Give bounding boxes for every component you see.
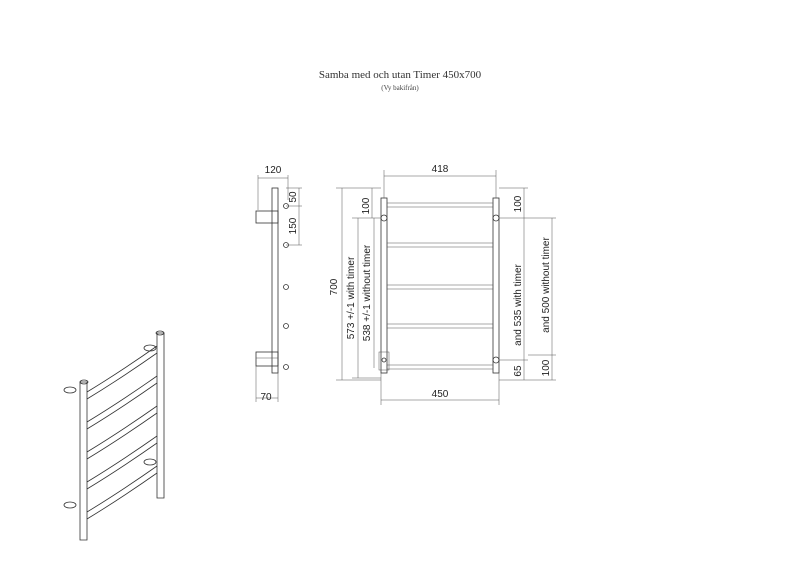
rung xyxy=(386,202,494,208)
timer-icon xyxy=(381,357,387,363)
persp-bracket xyxy=(143,458,157,466)
persp-rung xyxy=(86,435,158,490)
drawing-subtitle: (Vy bakifrån) xyxy=(381,84,419,92)
dim-top-mount-right: 100 xyxy=(513,195,524,212)
drawing-title: Samba med och utan Timer 450x700 xyxy=(318,69,482,81)
dim-height-without-timer: 538 +/-1 without timer xyxy=(362,244,373,341)
persp-rung xyxy=(86,375,158,430)
side-pipe xyxy=(271,187,279,374)
rung xyxy=(386,323,494,329)
persp-bracket xyxy=(143,344,157,352)
dim-mount-without-timer: and 500 without timer xyxy=(541,237,552,333)
persp-rung xyxy=(86,345,158,400)
dim-height-with-timer: 573 +/-1 with timer xyxy=(346,256,357,339)
dim-depth: 120 xyxy=(265,165,282,176)
dim-top-mount: 100 xyxy=(361,197,372,214)
mount-point xyxy=(492,356,500,364)
dim-mount-with-timer: and 535 with timer xyxy=(513,263,524,345)
dim-top-offset: 50 xyxy=(288,191,299,203)
rung xyxy=(386,364,494,370)
timer-box xyxy=(378,351,390,371)
bar-end xyxy=(283,323,289,329)
perspective-view xyxy=(63,330,165,541)
top-bracket xyxy=(255,210,279,224)
dim-bottom-mount: 100 xyxy=(541,359,552,376)
dim-inner-width: 418 xyxy=(432,164,449,175)
bar-end xyxy=(283,364,289,370)
dim-height: 700 xyxy=(329,278,340,295)
rung xyxy=(386,242,494,248)
right-tube xyxy=(492,197,500,374)
bottom-bracket xyxy=(255,351,279,367)
mount-point xyxy=(492,214,500,222)
side-view: 120 50 150 70 xyxy=(255,165,302,403)
dim-bar-spacing: 150 xyxy=(288,217,299,234)
dim-bottom-depth: 70 xyxy=(260,392,272,403)
mount-point xyxy=(380,214,388,222)
dim-bottom-mount-timer: 65 xyxy=(513,365,524,377)
persp-right-tube xyxy=(156,332,165,499)
persp-rung xyxy=(86,405,158,460)
front-view: 418 450 700 573 +/-1 with timer 538 +/-1… xyxy=(329,164,556,405)
persp-rung xyxy=(86,465,158,520)
bar-end xyxy=(283,284,289,290)
persp-left-tube xyxy=(79,381,88,541)
rung xyxy=(386,284,494,290)
dim-outer-width: 450 xyxy=(432,389,449,400)
persp-bracket xyxy=(63,386,77,394)
left-tube xyxy=(380,197,388,374)
persp-bracket xyxy=(63,501,77,509)
